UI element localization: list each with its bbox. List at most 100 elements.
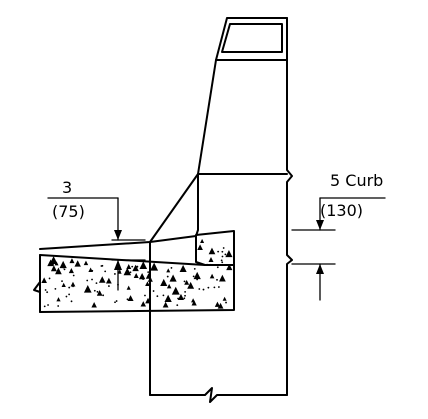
aggregate-dot — [209, 263, 212, 266]
aggregate-stone — [126, 264, 132, 269]
aggregate-dot — [156, 295, 159, 298]
aggregate-dot — [216, 266, 219, 269]
concrete-slab — [39, 230, 235, 313]
aggregate-stone — [162, 301, 169, 308]
aggregate-dot — [72, 274, 75, 277]
aggregate-stone — [200, 238, 205, 243]
aggregate-dot — [183, 297, 186, 300]
aggregate-dot — [57, 305, 60, 307]
aggregate-stone — [179, 264, 187, 272]
aggregate-dot — [62, 266, 65, 269]
aggregate-dot — [43, 305, 46, 308]
aggregate-dot — [144, 294, 146, 297]
pavement-depth-metric: (75) — [52, 202, 85, 221]
aggregate-dot — [176, 304, 179, 307]
aggregate-stone — [217, 302, 224, 309]
aggregate-dot — [93, 289, 96, 292]
aggregate-stone — [225, 250, 233, 258]
aggregate-stone — [208, 257, 214, 262]
aggregate-dot — [192, 275, 195, 278]
aggregate-stone — [219, 274, 226, 282]
aggregate-dot — [217, 286, 220, 288]
aggregate-stone — [61, 282, 66, 287]
aggregate-stone — [68, 267, 74, 274]
aggregate-dot — [48, 277, 51, 280]
aggregate-dot — [162, 294, 165, 297]
aggregate-dot — [115, 300, 118, 302]
aggregate-dot — [118, 270, 121, 272]
aggregate-stone — [226, 263, 233, 271]
aggregate-stone — [160, 278, 168, 287]
aggregate-dot — [86, 279, 89, 282]
aggregate-stone — [138, 272, 146, 280]
aggregate-stone — [165, 296, 170, 301]
aggregate-dot — [129, 271, 132, 274]
aggregate-stone — [184, 279, 190, 285]
aggregate-stone — [171, 286, 180, 295]
aggregate-stone — [166, 283, 172, 289]
aggregate-stone — [69, 258, 75, 264]
aggregate-dot — [207, 286, 210, 289]
aggregate-dot — [126, 298, 129, 301]
aggregate-dot — [217, 250, 220, 253]
aggregate-dot — [44, 289, 47, 291]
aggregate-stone — [55, 267, 62, 275]
aggregate-dot — [104, 270, 107, 273]
aggregate-stone — [133, 273, 139, 278]
aggregate-stone — [145, 281, 150, 287]
aggregate-dot — [222, 247, 225, 249]
aggregate-stone — [177, 293, 185, 301]
aggregate-dot — [216, 278, 218, 281]
curb-height-value: 5 Curb — [330, 171, 383, 190]
aggregate-dot — [170, 267, 173, 269]
aggregate-dot — [91, 278, 93, 281]
aggregate-dot — [86, 287, 89, 290]
aggregate-stone — [91, 302, 97, 308]
aggregate-stone — [49, 256, 58, 264]
aggregate-stone — [214, 301, 221, 307]
aggregate-dot — [206, 263, 208, 266]
aggregate-dot — [70, 300, 73, 303]
curb-body — [149, 17, 293, 403]
pavement-depth-dimension — [47, 197, 146, 291]
aggregate-dot — [184, 290, 187, 293]
aggregate-stone — [98, 276, 106, 283]
aggregate-dot — [95, 282, 98, 285]
aggregate-dot — [136, 265, 139, 268]
aggregate-stone — [166, 268, 171, 273]
aggregate-dot — [183, 280, 186, 283]
aggregate-dot — [114, 273, 116, 275]
aggregate-stone — [127, 295, 134, 302]
aggregate-stone — [88, 267, 93, 272]
aggregate-dot — [220, 259, 223, 262]
aggregate-stone — [150, 262, 159, 271]
aggregate-stone — [83, 260, 89, 266]
aggregate-dot — [166, 275, 169, 278]
aggregate-dot — [221, 261, 224, 264]
aggregate-stone — [50, 265, 57, 272]
aggregate-stone — [105, 277, 112, 284]
aggregate-stone — [41, 277, 47, 283]
aggregate-dot — [177, 297, 179, 300]
aggregate-stone — [140, 301, 146, 307]
aggregate-dot — [213, 286, 216, 289]
aggregate-dot — [131, 265, 134, 268]
aggregate-stone — [132, 264, 139, 272]
aggregate-dot — [198, 288, 201, 290]
aggregate-dot — [47, 304, 49, 306]
aggregate-stone — [208, 247, 216, 255]
aggregate-stone — [209, 273, 215, 279]
aggregate-dot — [68, 293, 71, 296]
aggregate-stone — [187, 281, 195, 289]
aggregate-dot — [68, 286, 71, 289]
aggregate-stone — [74, 260, 81, 267]
aggregate-dot — [96, 290, 99, 293]
aggregate-dot — [147, 271, 150, 274]
curb-height-metric: (130) — [320, 201, 363, 220]
aggregate-stone — [126, 285, 131, 290]
aggregate-dot — [152, 290, 155, 292]
aggregate-stone — [123, 267, 132, 276]
aggregate-stone — [59, 260, 67, 269]
aggregate-dot — [221, 255, 224, 258]
concrete-aggregate-pattern — [41, 238, 233, 309]
